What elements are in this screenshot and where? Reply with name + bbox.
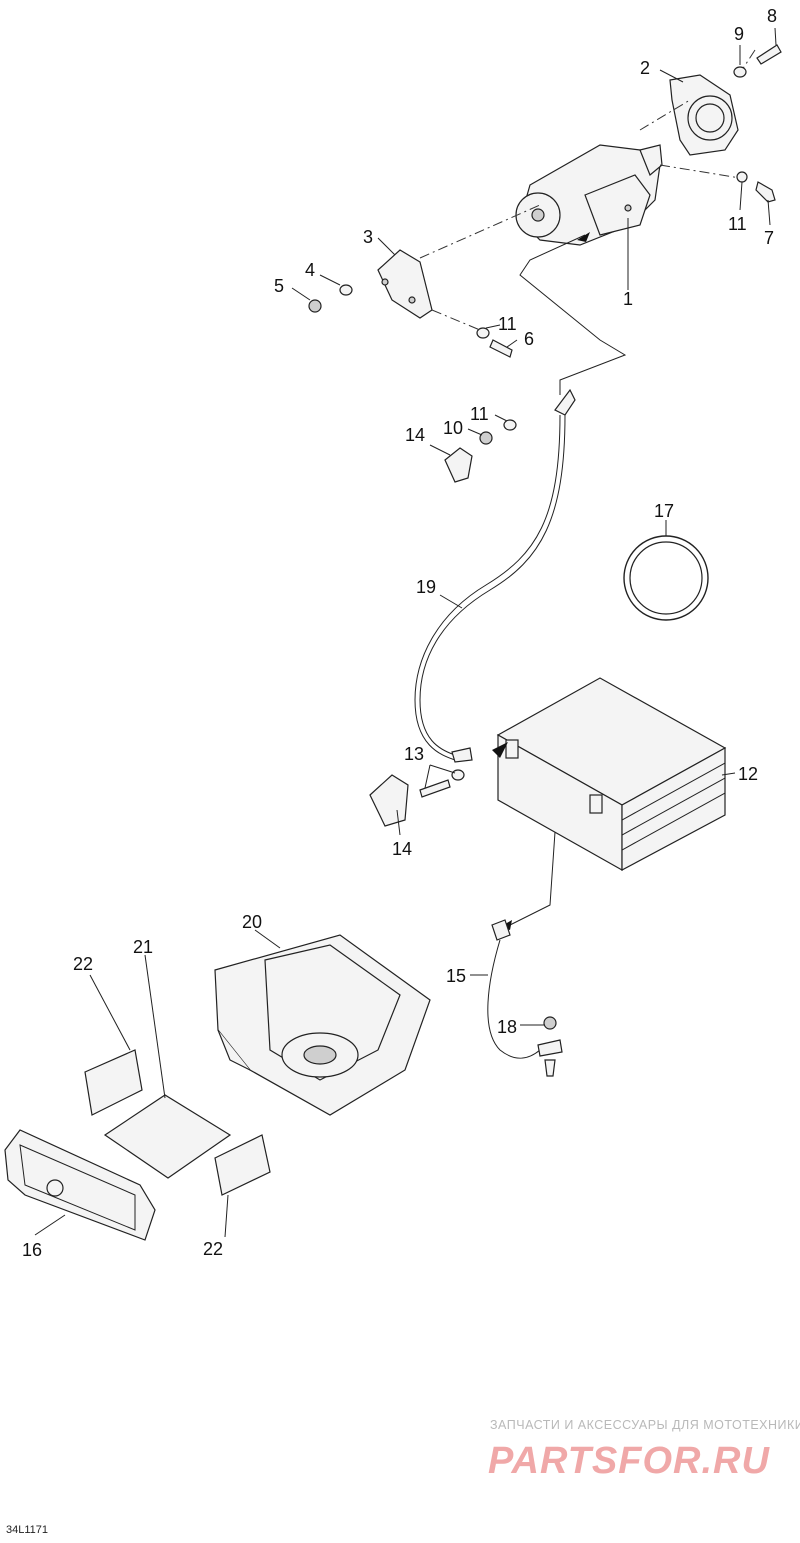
negative-cable (487, 831, 563, 1059)
callout-2: 2 (640, 58, 650, 78)
callout-11-b: 11 (498, 314, 517, 334)
front-bracket (377, 249, 433, 319)
callout-20: 20 (242, 912, 262, 932)
callout-21: 21 (133, 937, 153, 957)
callout-1: 1 (623, 289, 633, 309)
callout-5: 5 (274, 276, 284, 296)
pad-small-upper (84, 1049, 143, 1116)
fasteners (308, 44, 782, 1077)
rear-bracket (669, 74, 739, 156)
callout-13: 13 (404, 744, 424, 764)
drawing-id: 34L1171 (6, 1524, 49, 1536)
callout-4: 4 (305, 260, 315, 280)
callout-12: 12 (738, 764, 758, 784)
callout-6: 6 (524, 329, 534, 349)
callout-16: 16 (22, 1240, 42, 1260)
callout-15: 15 (446, 966, 466, 986)
callout-17: 17 (654, 501, 674, 521)
battery-tray (214, 934, 431, 1116)
positive-cable (414, 388, 576, 763)
callout-22-b: 22 (203, 1239, 223, 1259)
terminal-cap-upper (444, 447, 473, 483)
callout-labels: 1 2 3 4 5 6 7 8 9 10 11 11 11 11 12 13 1… (22, 6, 777, 1260)
starter-motor (515, 144, 663, 246)
terminal-cap-lower (369, 774, 409, 827)
watermark-logo: PARTSFOR.RU (488, 1440, 770, 1482)
watermark-tagline: ЗАПЧАСТИ И АКСЕССУАРЫ ДЛЯ МОТОТЕХНИКИ (490, 1418, 800, 1432)
battery-cover (4, 1129, 156, 1241)
callout-11-c: 11 (470, 404, 489, 424)
callout-22-a: 22 (73, 954, 93, 974)
callout-8: 8 (767, 6, 777, 26)
pad-small-lower (214, 1134, 271, 1196)
callout-11-a: 11 (728, 214, 747, 234)
callout-9: 9 (734, 24, 744, 44)
callout-18: 18 (497, 1017, 517, 1037)
battery (492, 677, 727, 872)
callout-3: 3 (363, 227, 373, 247)
pad (103, 1094, 232, 1179)
o-ring (623, 535, 709, 621)
callout-7: 7 (764, 228, 774, 248)
callout-10: 10 (443, 418, 463, 438)
callout-14-b: 14 (392, 839, 412, 859)
leader-lines (34, 27, 777, 1238)
callout-14-a: 14 (405, 425, 425, 445)
callout-19: 19 (416, 577, 436, 597)
